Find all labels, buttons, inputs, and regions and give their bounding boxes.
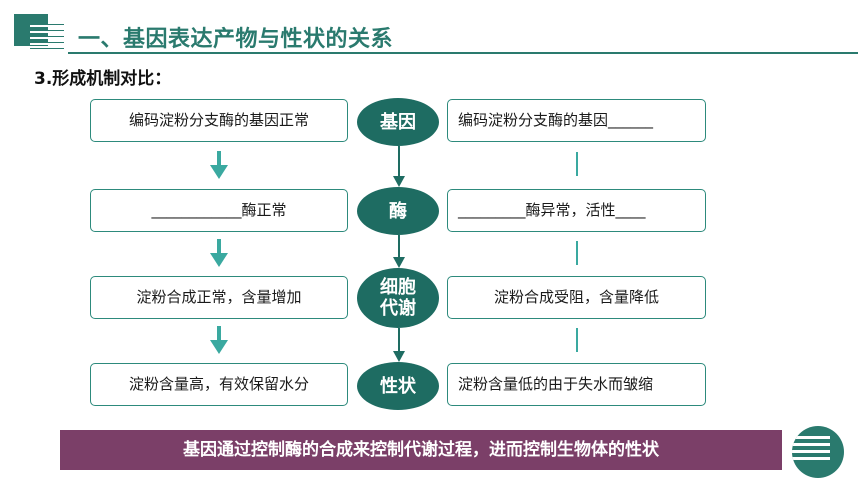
middle-arrow-down-icon — [393, 328, 405, 362]
node-cell-metabolism: 细胞代谢 — [357, 268, 439, 328]
header-logo-stripes — [30, 24, 64, 51]
left-box-gene: 编码淀粉分支酶的基因正常 — [90, 99, 348, 142]
left-arrow-down-icon — [210, 151, 228, 179]
left-box-enzyme: ____________酶正常 — [90, 189, 348, 232]
right-connector-line — [576, 241, 578, 265]
right-box-gene: 编码淀粉分支酶的基因______ — [447, 99, 706, 142]
left-box-trait: 淀粉含量高，有效保留水分 — [90, 363, 348, 406]
page-title: 一、基因表达产物与性状的关系 — [78, 27, 394, 52]
middle-arrow-down-icon — [393, 235, 405, 268]
right-box-trait: 淀粉含量低的由于失水而皱缩 — [447, 363, 706, 406]
node-trait: 性状 — [357, 362, 439, 410]
title-underline — [68, 52, 858, 54]
right-box-enzyme: _________酶异常，活性____ — [447, 189, 706, 232]
left-box-metabolism: 淀粉合成正常，含量增加 — [90, 276, 348, 319]
conclusion-banner: 基因通过控制酶的合成来控制代谢过程，进而控制生物体的性状 — [60, 430, 782, 470]
right-connector-line — [576, 328, 578, 352]
left-arrow-down-icon — [210, 239, 228, 267]
right-connector-line — [576, 152, 578, 176]
section-subtitle: 3.形成机制对比： — [34, 69, 172, 89]
decorative-circle-icon — [792, 426, 844, 478]
middle-arrow-down-icon — [393, 146, 405, 187]
right-box-metabolism: 淀粉合成受阻，含量降低 — [447, 276, 706, 319]
left-arrow-down-icon — [210, 326, 228, 354]
node-gene: 基因 — [357, 98, 439, 146]
node-enzyme: 酶 — [357, 187, 439, 235]
